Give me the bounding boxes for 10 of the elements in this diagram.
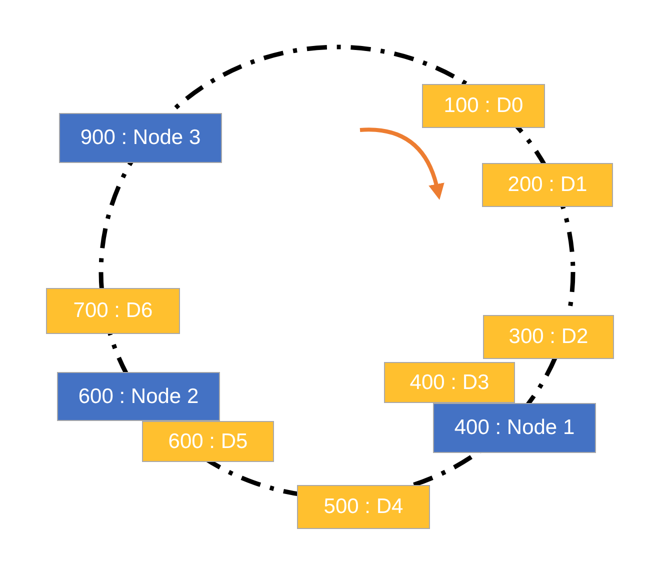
data-key-box: 300 : D2 [483,315,614,359]
data-key-box: 500 : D4 [297,485,430,529]
server-node-box: 600 : Node 2 [57,372,220,421]
data-key-box: 100 : D0 [422,84,545,128]
server-node-box: 900 : Node 3 [59,113,222,163]
data-key-box: 600 : D5 [142,421,274,462]
data-key-box: 700 : D6 [46,288,180,334]
data-key-box: 400 : D3 [384,362,515,403]
data-key-box: 200 : D1 [482,163,613,207]
server-node-box: 400 : Node 1 [433,403,596,453]
